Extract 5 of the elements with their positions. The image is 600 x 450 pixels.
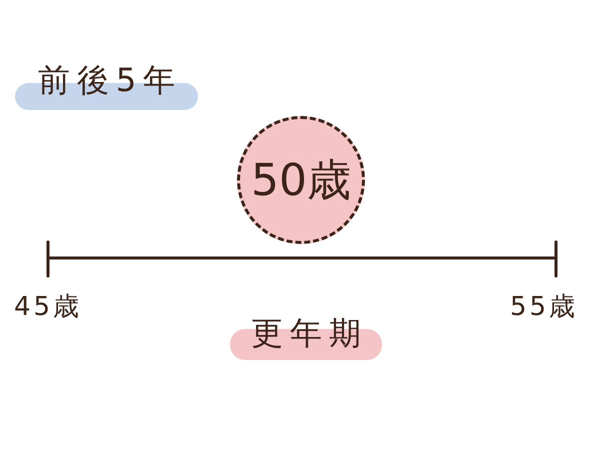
age-label: 45歳 [14, 292, 82, 322]
dashed-circle: 50歳 [237, 116, 365, 244]
highlighted-heading: 更年期 [230, 308, 382, 360]
highlighted-heading: 前後5年 [15, 56, 198, 110]
age-label: 55歳 [510, 292, 578, 322]
